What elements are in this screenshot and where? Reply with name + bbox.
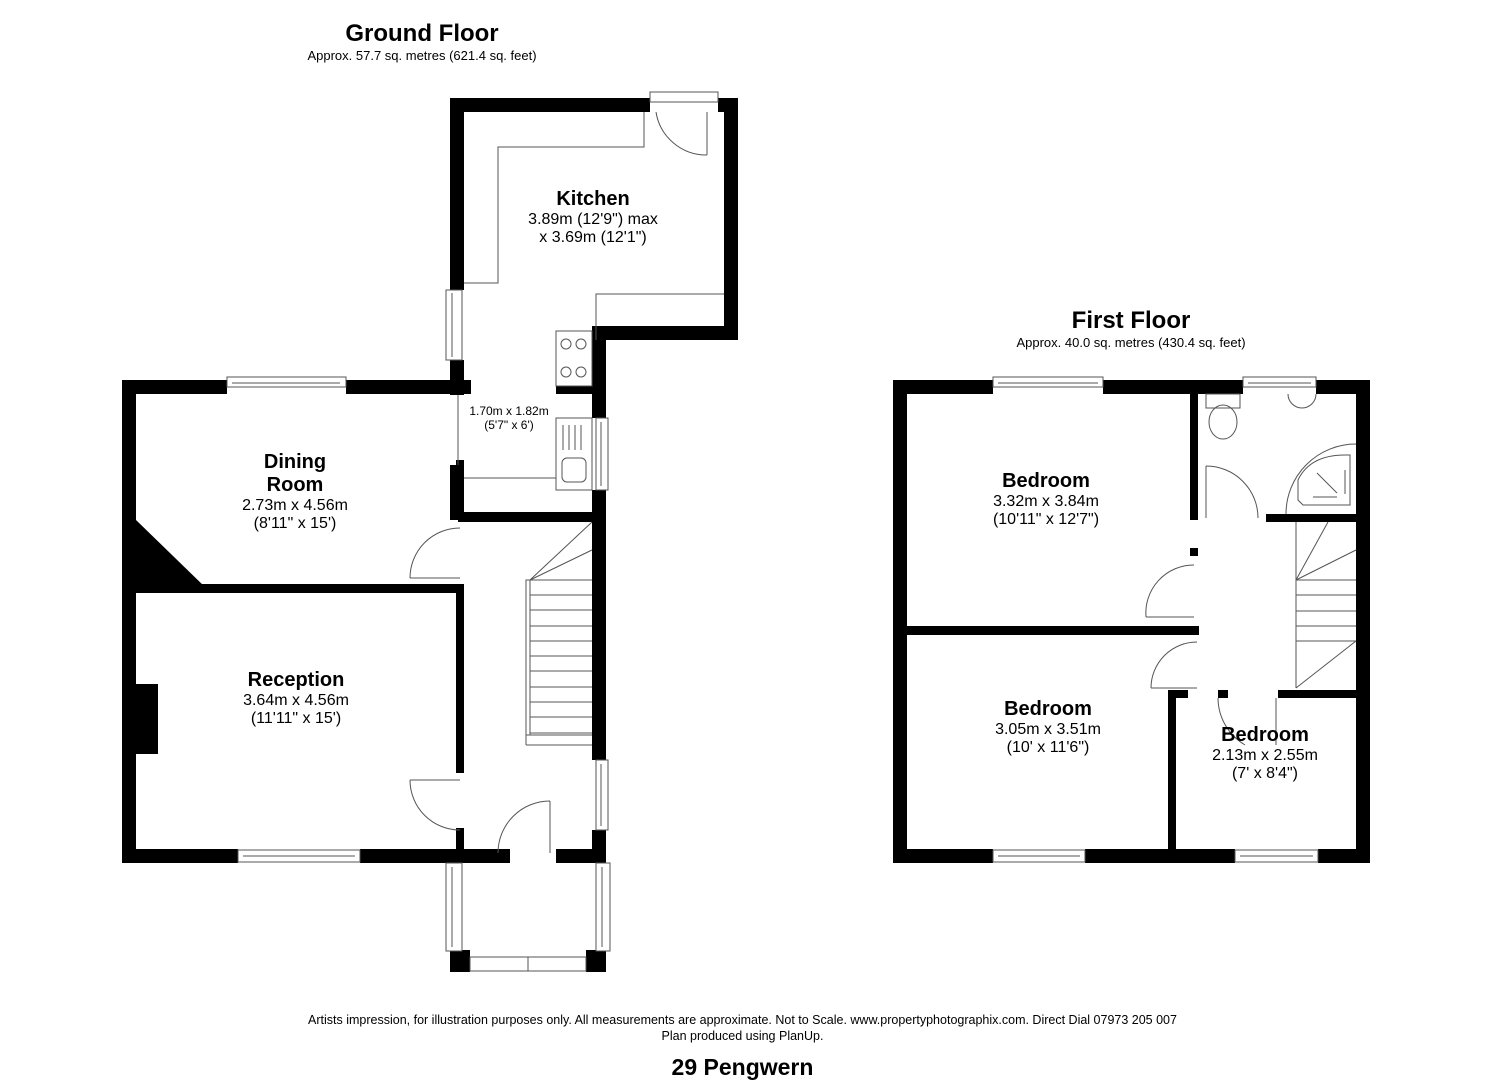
first-floor-area: Approx. 40.0 sq. metres (430.4 sq. feet) — [1016, 335, 1246, 350]
room-dimension: 3.89m (12'9") max — [528, 211, 658, 228]
room-dimension: (10' x 11'6") — [1006, 739, 1090, 757]
room-name: Bedroom — [1002, 470, 1090, 492]
first-floor-title: First Floor — [1071, 307, 1191, 334]
first-floor-windows — [992, 376, 1319, 863]
room-dining-room: Dining Room 2.73m x 4.56m (8'11" x 15') — [242, 451, 348, 534]
room-name: Bedroom — [1221, 724, 1309, 746]
room-dimension: 1.70m x 1.82m — [469, 404, 549, 418]
property-name: 29 Pengwern — [671, 1054, 814, 1081]
disclaimer-text: Artists impression, for illustration pur… — [308, 1013, 1177, 1027]
ground-floor-header: Ground Floor Approx. 57.7 sq. metres (62… — [272, 20, 572, 63]
first-floor-walls — [893, 380, 1370, 863]
room-name: Kitchen — [556, 188, 630, 210]
room-utility: 1.70m x 1.82m (5'7" x 6') — [469, 404, 549, 433]
room-dimension: 2.73m x 4.56m — [242, 497, 348, 514]
room-dimension: (8'11" x 15') — [253, 515, 337, 533]
room-dimension: 2.13m x 2.55m — [1212, 747, 1318, 764]
room-kitchen: Kitchen 3.89m (12'9") max x 3.69m (12'1"… — [528, 188, 658, 248]
room-bedroom-1: Bedroom 3.32m x 3.84m (10'11" x 12'7") — [993, 470, 1099, 530]
room-name-line2: Room — [266, 474, 324, 496]
room-dimension: 3.64m x 4.56m — [243, 692, 349, 709]
credit-text: Plan produced using PlanUp. — [661, 1028, 824, 1043]
ground-floor-windows — [226, 91, 719, 972]
room-dimension: 3.05m x 3.51m — [995, 721, 1101, 738]
first-floor-plan — [893, 376, 1370, 863]
ground-floor-plan — [122, 91, 738, 972]
footer: Artists impression, for illustration pur… — [0, 1013, 1485, 1081]
room-dimension: (10'11" x 12'7") — [992, 511, 1100, 529]
room-dimension: (7' x 8'4") — [1231, 765, 1299, 783]
room-dimension: x 3.69m (12'1") — [539, 229, 647, 247]
room-dimension: 3.32m x 3.84m — [993, 493, 1099, 510]
room-reception: Reception 3.64m x 4.56m (11'11" x 15') — [243, 669, 349, 729]
first-floor-header: First Floor Approx. 40.0 sq. metres (430… — [976, 307, 1286, 350]
kitchen-fixtures — [457, 111, 724, 491]
bathroom-fixtures — [1205, 393, 1357, 515]
room-name: Reception — [247, 669, 345, 691]
first-floor-doors-stairs — [1145, 465, 1357, 746]
ground-floor-title: Ground Floor — [345, 20, 499, 47]
room-bedroom-3: Bedroom 2.13m x 2.55m (7' x 8'4") — [1212, 724, 1318, 784]
ground-floor-doors-stairs — [409, 521, 593, 854]
room-dimension: (11'11" x 15') — [250, 710, 342, 728]
ground-floor-area: Approx. 57.7 sq. metres (621.4 sq. feet) — [307, 48, 537, 63]
room-dimension: (5'7" x 6') — [484, 417, 534, 432]
room-bedroom-2: Bedroom 3.05m x 3.51m (10' x 11'6") — [995, 698, 1101, 758]
room-name: Dining — [263, 451, 327, 473]
room-name: Bedroom — [1004, 698, 1092, 720]
ground-floor-walls — [122, 98, 738, 972]
